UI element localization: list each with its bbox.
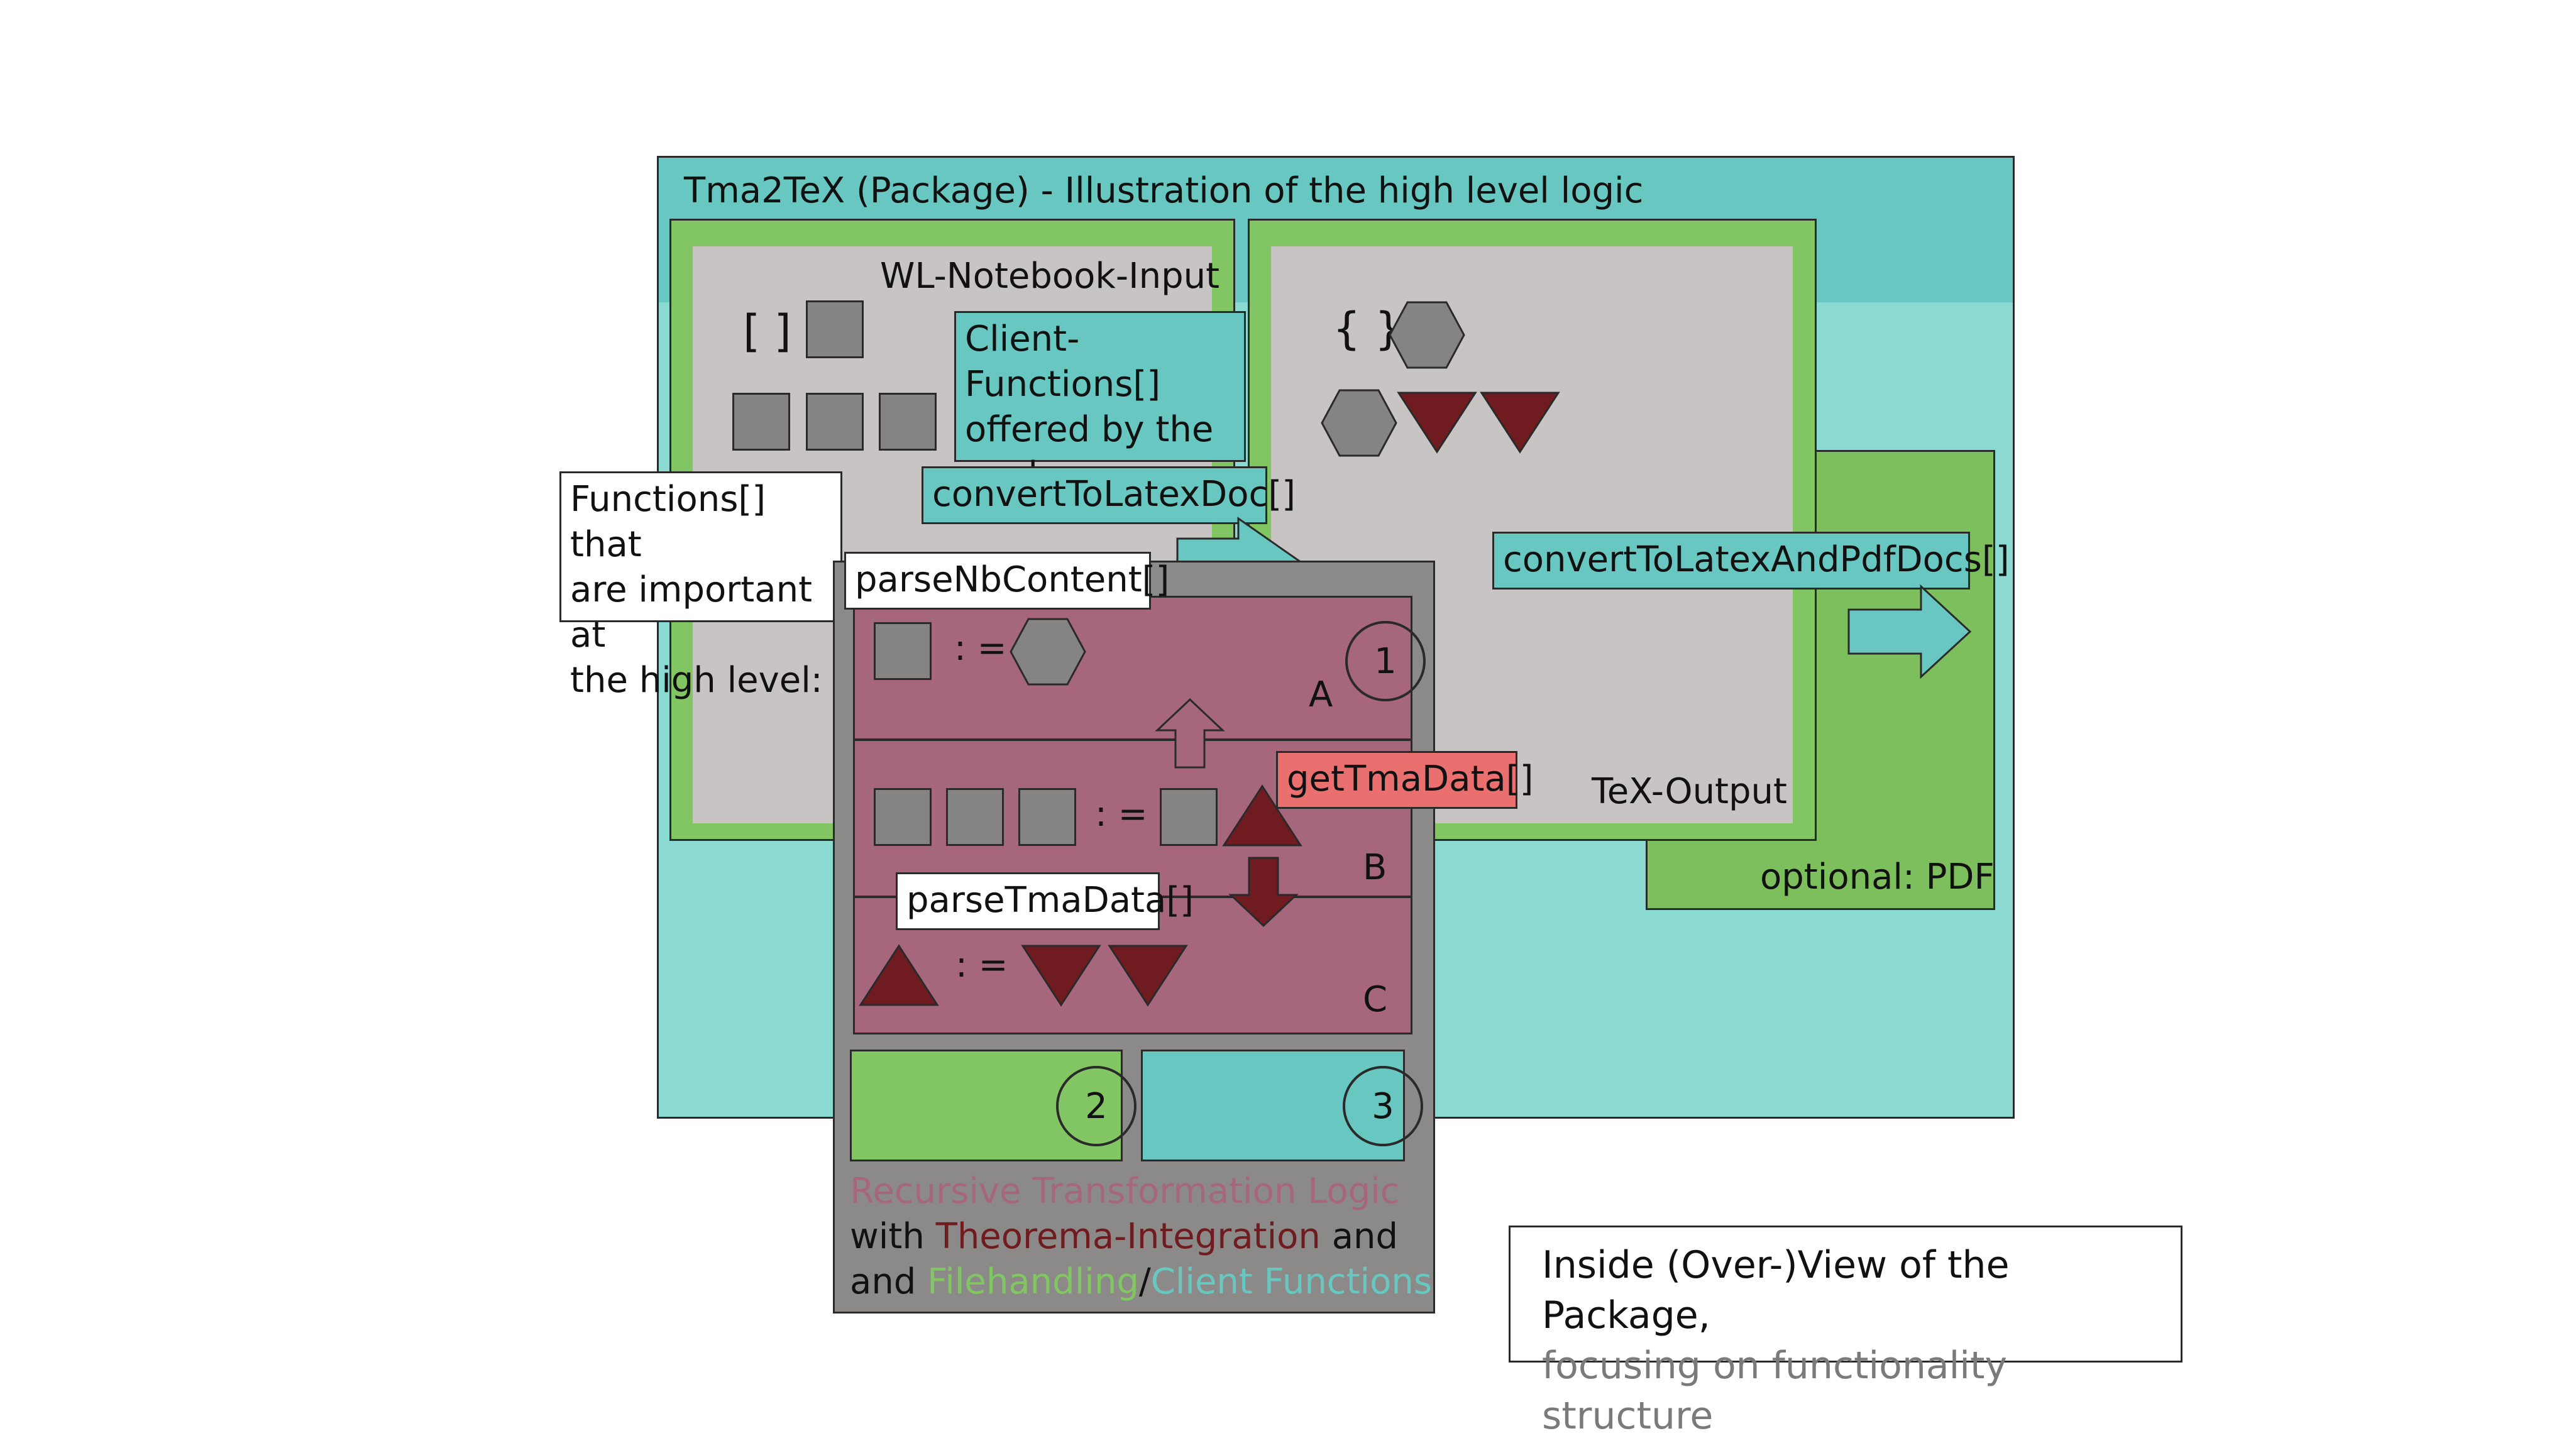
square-shape [806, 393, 864, 451]
square-shape [874, 622, 932, 680]
arrow-up-icon [1155, 698, 1225, 769]
legend-line-1: Recursive Transformation Logic [850, 1171, 1400, 1212]
legend-text: and [1320, 1216, 1399, 1257]
package-title: Tma2TeX (Package) - Illustration of the … [684, 170, 1644, 211]
square-shape [732, 393, 790, 451]
circle-number: 1 [1374, 640, 1397, 682]
arrow-down-icon [1228, 857, 1299, 928]
client-functions-line: Client-Functions[] [965, 319, 1161, 405]
get-tma-data-function[interactable]: getTmaData[] [1276, 751, 1533, 809]
assign-operator: : = [1095, 794, 1148, 835]
triangle-down-shape [1108, 945, 1188, 1007]
legend-text: with [850, 1216, 936, 1257]
legend-line-3: and Filehandling/Client Functions [850, 1259, 1432, 1305]
hexagon-shape [1321, 389, 1397, 457]
important-functions-line: Functions[] that [570, 479, 766, 565]
square-shape [879, 393, 937, 451]
assign-operator: : = [955, 945, 1008, 985]
logic-circle-1: 1 [1345, 621, 1426, 701]
square-shape [1160, 788, 1218, 846]
important-functions-line: are important at [570, 569, 813, 655]
caption-line-2: focusing on functionality structure [1542, 1344, 2008, 1438]
client-functions-box: Client-Functions[] offered by the packag… [954, 311, 1246, 495]
square-shape [874, 788, 932, 846]
triangle-down-shape [1021, 945, 1101, 1007]
square-shape [946, 788, 1004, 846]
triangle-up-shape [1222, 784, 1302, 847]
legend-theorema: Theorema-Integration [935, 1216, 1321, 1257]
parse-nb-content-function[interactable]: parseNbContent[] [844, 552, 1169, 610]
brace-icon: { } [1333, 303, 1403, 354]
list-bracket-icon: [ ] [743, 305, 791, 357]
hexagon-shape [1010, 618, 1086, 686]
legend-client: Client Functions [1150, 1261, 1433, 1302]
important-functions-line: the high level: [570, 660, 823, 701]
arrow-right-icon [1847, 584, 1972, 679]
caption-line-1: Inside (Over-)View of the Package, [1542, 1243, 2010, 1337]
hexagon-shape [1389, 301, 1465, 369]
parse-tma-data-function[interactable]: parseTmaData[] [896, 872, 1194, 930]
square-shape [806, 300, 864, 358]
triangle-down-shape [1397, 392, 1477, 454]
notebook-input-title: WL-Notebook-Input [880, 256, 1220, 297]
row-a-label: A [1309, 674, 1333, 715]
tex-output-title: TeX-Output [1592, 771, 1788, 812]
square-shape [1018, 788, 1076, 846]
triangle-down-shape [1480, 392, 1560, 454]
row-divider [853, 738, 1412, 741]
circle-number: 2 [1085, 1085, 1108, 1127]
assign-operator: : = [954, 628, 1007, 669]
legend-separator: / [1138, 1261, 1151, 1302]
important-functions-note: Functions[] that are important at the hi… [559, 471, 842, 701]
legend-line-2: with Theorema-Integration and [850, 1214, 1398, 1259]
caption-box: Inside (Over-)View of the Package, focus… [1509, 1226, 2182, 1438]
pdf-title: optional: PDF [1760, 857, 1995, 897]
logic-circle-3: 3 [1343, 1066, 1423, 1146]
client-functions-line: offered by the [965, 409, 1214, 450]
circle-number: 3 [1372, 1085, 1394, 1127]
convert-to-latex-doc-function[interactable]: convertToLatexDoc[] [922, 466, 1296, 524]
triangle-up-shape [859, 944, 939, 1006]
legend-text: and [850, 1261, 928, 1302]
logic-circle-2: 2 [1056, 1066, 1137, 1146]
legend-filehandling: Filehandling [927, 1261, 1139, 1302]
row-b-label: B [1363, 847, 1387, 888]
row-c-label: C [1363, 979, 1388, 1020]
convert-to-latex-and-pdf-function[interactable]: convertToLatexAndPdfDocs[] [1492, 532, 2010, 590]
